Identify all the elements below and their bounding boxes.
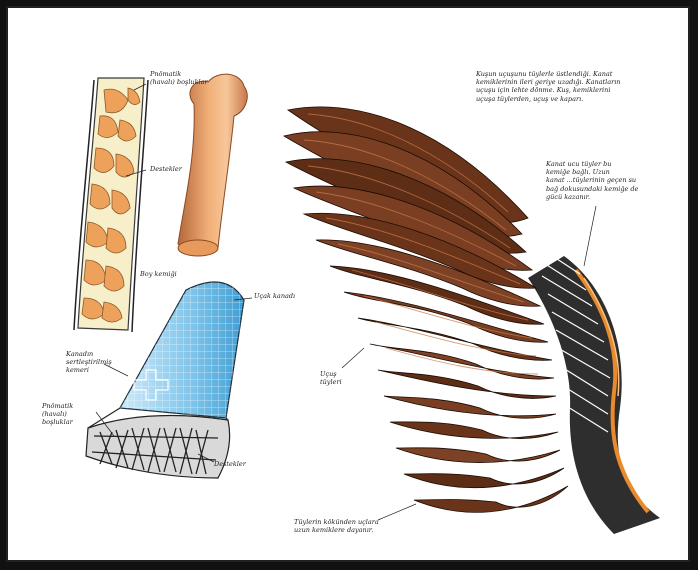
label-text: Uçuş: [320, 370, 337, 378]
label-boy-kemik: Boy kemiği: [140, 270, 177, 278]
label-text: sertleştirilmiş: [66, 358, 112, 366]
paragraph-line: gücü kazanır.: [546, 193, 638, 201]
bone-illustration: [178, 74, 247, 256]
label-text: Tüylerin kökünden uçlara: [294, 518, 379, 526]
label-text: (havalı) boşluklar: [150, 78, 208, 86]
label-feather-note: Tüylerin kökünden uçlara uzun kemiklere …: [294, 518, 379, 534]
paragraph-line: kemiklerinin ileri geriye uzadığı. Kanat…: [476, 78, 620, 86]
paragraph-line: Kuşun uçuşunu tüylerle üstlendiği. Kanat: [476, 70, 620, 78]
label-text: Uçak kanadı: [254, 292, 295, 300]
label-ucak-kanadi: Uçak kanadı: [254, 292, 295, 300]
label-text: boşluklar: [42, 418, 73, 426]
label-text: (havalı): [42, 410, 67, 418]
paragraph-line: kanat ...tüylerinin geçen su: [546, 176, 638, 184]
label-text: tüyleri: [320, 378, 342, 386]
paragraph-line: uçuşu için lehte dönme. Kuş, kemiklerini: [476, 86, 620, 94]
label-text: Pnömatik: [42, 402, 73, 410]
label-text: kemeri: [66, 366, 89, 374]
paragraph-line: kemiğe bağlı. Uzun: [546, 168, 638, 176]
illustration-frame: Pnömatik (havalı) boşluklar Destekler Bo…: [6, 6, 690, 562]
bone-section: [74, 78, 148, 332]
label-kanat-bolmesi: Kanadın sertleştirilmiş kemeri: [66, 350, 112, 374]
label-pnomatik-lower: Pnömatik (havalı) boşluklar: [42, 402, 73, 426]
paragraph-line: Kanat ucu tüyler bu: [546, 160, 638, 168]
label-text: Kanadın: [66, 350, 93, 358]
label-destekler-top: Destekler: [150, 165, 182, 173]
label-text: Destekler: [150, 165, 182, 173]
label-ucus-tuyleri: Uçuş tüyleri: [320, 370, 342, 386]
label-text: uzun kemiklere dayanır.: [294, 526, 373, 534]
paragraph-line: uçuşa tüylerden, uçuş ve kaparı.: [476, 95, 620, 103]
label-text: Destekler: [214, 460, 246, 468]
paragraph-top: Kuşun uçuşunu tüylerle üstlendiği. Kanat…: [476, 70, 620, 103]
label-pnomatik-top: Pnömatik (havalı) boşluklar: [150, 70, 208, 86]
label-destekler-lower: Destekler: [214, 460, 246, 468]
paragraph-line: bağ dokusundaki kemiğe de: [546, 185, 638, 193]
label-text: Boy kemiği: [140, 270, 177, 278]
label-text: Pnömatik: [150, 70, 181, 78]
paragraph-middle: Kanat ucu tüyler bu kemiğe bağlı. Uzun k…: [546, 160, 638, 201]
